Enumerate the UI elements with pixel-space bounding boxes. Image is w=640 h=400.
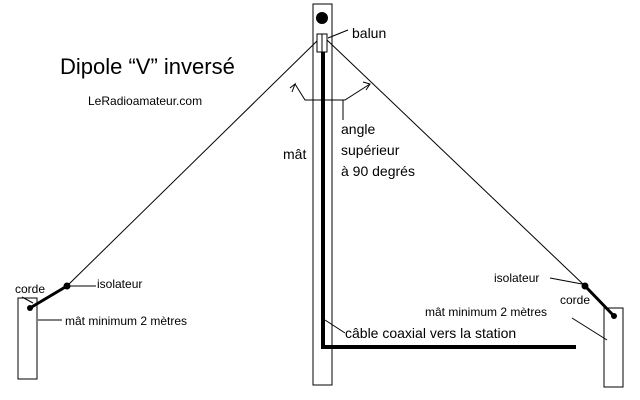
diagram-title: Dipole “V” inversé [60, 54, 235, 79]
left-rope [29, 284, 68, 310]
right-insulator [581, 282, 589, 290]
right-insulator-pointer [549, 277, 583, 285]
left-dipole-wire [66, 39, 319, 287]
right-dipole-wire [326, 39, 586, 287]
angle-label: angle supérieur à 90 degrés [341, 119, 415, 182]
balun-pointer [327, 29, 349, 39]
angle-label-line-2: supérieur [341, 142, 400, 158]
right-insulator-label: isolateur [494, 271, 540, 285]
left-rope-pointer [21, 296, 34, 304]
right-rope-anchor [611, 313, 617, 319]
coax-cable [321, 52, 576, 349]
right-mast-pointer [571, 317, 608, 341]
left-rope-anchor [27, 305, 33, 311]
right-mast-label: mât minimum 2 mètres [425, 305, 548, 319]
coax-label-pointer [324, 319, 346, 334]
mast-label: mât [283, 146, 307, 162]
angle-arrow-left [289, 82, 297, 93]
mast-top-cap [316, 12, 328, 24]
angle-arrow-right [362, 81, 371, 91]
left-rope-label: corde [15, 282, 46, 296]
right-rope [583, 284, 616, 318]
left-mast [17, 297, 38, 380]
left-insulator [63, 282, 71, 290]
left-insulator-label: isolateur [97, 277, 143, 291]
angle-label-line-1: angle [341, 121, 376, 137]
right-mast [603, 307, 624, 388]
angle-label-line-3: à 90 degrés [341, 163, 415, 179]
angle-marker [294, 83, 371, 101]
coax-label: câble coaxial vers la station [345, 325, 517, 341]
right-rope-label: corde [560, 293, 591, 307]
balun-label: balun [352, 25, 387, 41]
website-label: LeRadioamateur.com [88, 94, 203, 108]
left-mast-label: mât minimum 2 mètres [65, 314, 188, 328]
